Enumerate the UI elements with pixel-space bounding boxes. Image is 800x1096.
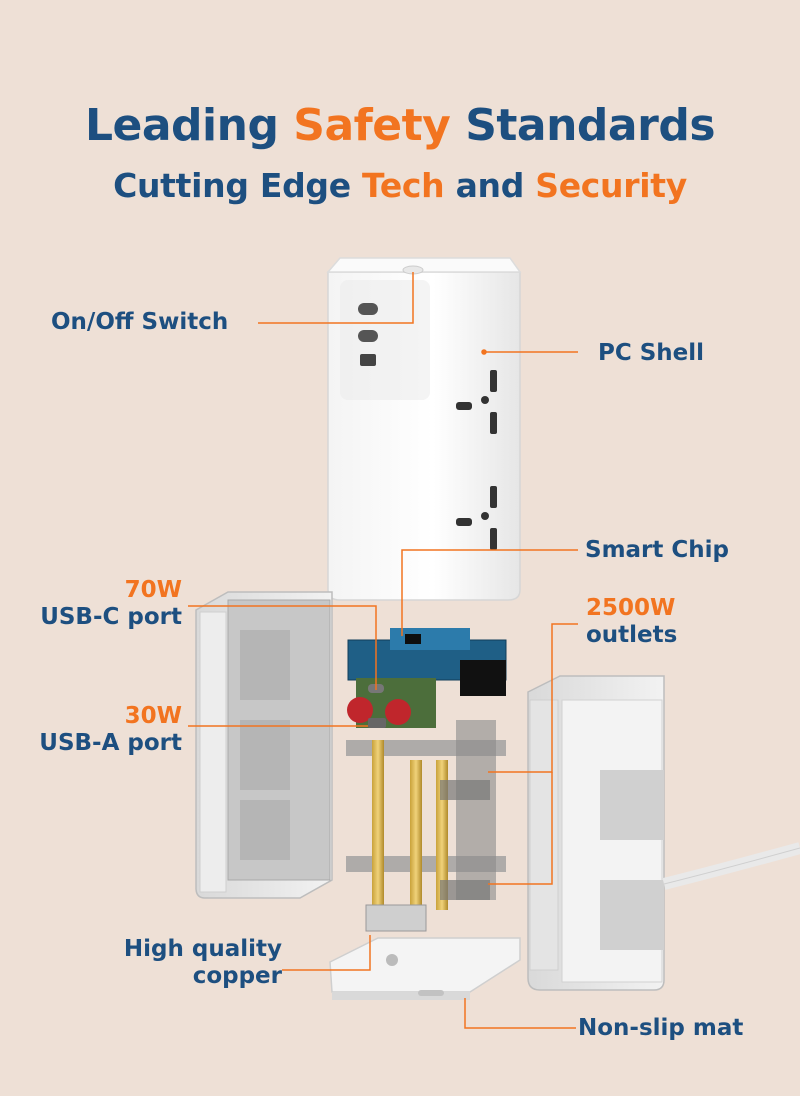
subheadline-accent2: Security xyxy=(535,166,687,205)
right-shell-half xyxy=(527,675,665,991)
circuit-board xyxy=(347,628,507,728)
headline-part1: Leading xyxy=(84,100,294,151)
copper-line1: High quality xyxy=(123,936,282,962)
subheadline-part1: Cutting Edge xyxy=(113,166,362,205)
copper-line2: copper xyxy=(192,963,282,989)
outlets-label: outlets xyxy=(586,622,678,648)
outlet-icon xyxy=(456,486,497,550)
callout-pc-shell: PC Shell xyxy=(598,340,704,367)
callout-copper: High quality copper xyxy=(80,936,282,990)
non-slip-mat xyxy=(329,937,521,1000)
copper-frame xyxy=(346,720,506,932)
callout-usb-a: 30W USB-A port xyxy=(20,703,182,757)
usb-c-power: 70W xyxy=(124,577,182,603)
left-shell-half xyxy=(195,591,333,899)
callout-on-off-switch: On/Off Switch xyxy=(51,309,228,336)
usb-c-port-icon xyxy=(358,330,378,342)
usb-a-connector-icon xyxy=(368,718,386,728)
callout-usb-c: 70W USB-C port xyxy=(20,577,182,631)
usb-c-port-label: USB-C port xyxy=(40,604,182,630)
chip-icon xyxy=(405,634,421,644)
subheadline-accent1: Tech xyxy=(362,166,445,205)
usb-a-port-label: USB-A port xyxy=(39,730,182,756)
usb-c-port-icon xyxy=(358,303,378,315)
callout-lines xyxy=(188,272,578,1029)
on-off-switch-label: On/Off Switch xyxy=(51,309,229,335)
headline-accent: Safety xyxy=(293,100,451,151)
smart-chip-label: Smart Chip xyxy=(585,537,729,563)
callout-non-slip-mat: Non-slip mat xyxy=(578,1015,743,1042)
pc-shell xyxy=(326,257,522,601)
usb-a-port-icon xyxy=(360,354,376,366)
usb-a-power: 30W xyxy=(124,703,182,729)
outlet-icon xyxy=(456,370,497,434)
outlets-power: 2500W xyxy=(586,595,676,621)
headline: Leading Safety Standards xyxy=(0,100,800,151)
subheadline: Cutting Edge Tech and Security xyxy=(0,166,800,205)
headline-part2: Standards xyxy=(450,100,716,151)
subheadline-part2: and xyxy=(444,166,536,205)
non-slip-mat-label: Non-slip mat xyxy=(578,1015,744,1041)
pc-shell-label: PC Shell xyxy=(598,340,705,366)
callout-smart-chip: Smart Chip xyxy=(585,537,729,564)
callout-outlets: 2500W outlets xyxy=(586,595,677,649)
